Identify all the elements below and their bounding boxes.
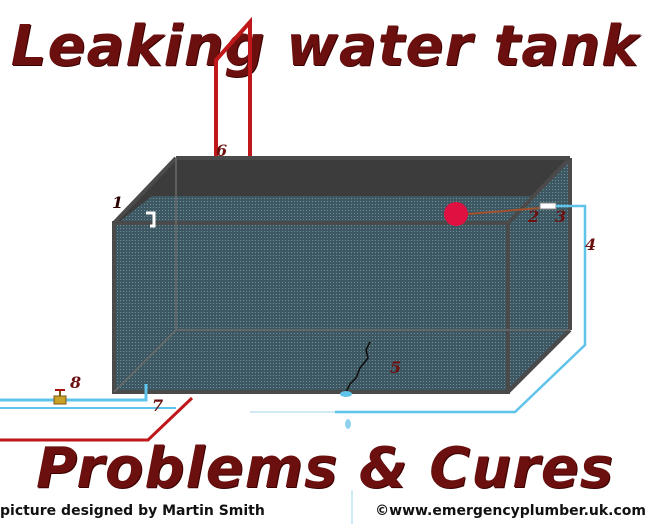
ball-valve [539, 202, 557, 210]
vent-pipe [214, 16, 252, 192]
label-1: 1 [112, 193, 123, 212]
leak-drip [340, 391, 352, 397]
label-5: 5 [390, 358, 401, 377]
diagram-subtitle: Problems & Cures [35, 436, 615, 501]
feed-pipe [0, 396, 194, 442]
float-ball [444, 202, 468, 226]
label-6: 6 [216, 141, 227, 160]
water-surface [114, 196, 546, 226]
rising-main-pipe [335, 204, 587, 414]
leak-drop [345, 419, 351, 429]
overflow-outlet [146, 211, 156, 228]
label-3: 3 [555, 207, 566, 226]
label-2: 2 [527, 207, 539, 226]
designer-credit: picture designed by Martin Smith [0, 503, 265, 519]
label-4: 4 [585, 235, 596, 254]
float-arm [467, 207, 541, 215]
label-7: 7 [152, 396, 163, 415]
diagram-title: Leaking water tank [10, 14, 640, 79]
gate-valve [53, 389, 67, 405]
leak-crack [345, 341, 371, 393]
website-credit: ©www.emergencyplumber.uk.com [375, 503, 646, 519]
tank-edges [112, 156, 572, 394]
tank-hidden-edges [113, 158, 570, 393]
outlet-pipe [0, 384, 148, 402]
water-front [114, 223, 508, 392]
water-right-side [508, 158, 570, 392]
label-8: 8 [69, 373, 81, 392]
